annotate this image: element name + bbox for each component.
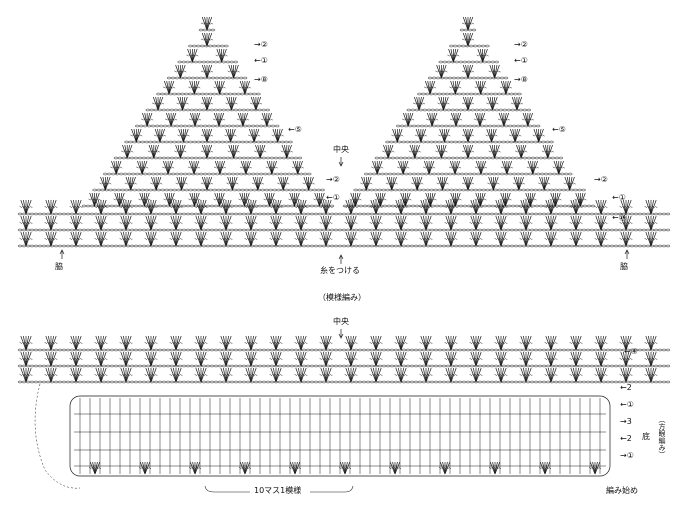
top-right-row-marker-1: →② (514, 40, 528, 49)
top-left-row-marker-2: ←① (254, 56, 268, 65)
bottom-row-marker-4: →3 (620, 417, 632, 426)
top-right-row-marker-4: ←⑤ (552, 125, 566, 134)
top-left-row-marker-1: →② (254, 40, 268, 49)
top-right-side-label: 脇 (620, 262, 628, 271)
top-right-row-marker-2: ←① (514, 56, 528, 65)
bottom-row-marker-2: ←2 (620, 383, 632, 392)
pattern-caption: （模様編み） (318, 293, 366, 302)
bottom-row-marker-3: ←① (620, 400, 634, 409)
top-center-row-marker-5: →② (326, 175, 340, 184)
top-triangle-panels (81, 16, 596, 208)
marker-arrows (59, 157, 630, 339)
top-center-label: 中央 (333, 145, 349, 154)
attach-yarn-label: 糸をつける (320, 266, 360, 275)
start-label: 編み始め (606, 486, 638, 495)
bottom-label: 底 (642, 432, 650, 441)
top-left-row-marker-4: ←⑤ (288, 125, 302, 134)
filet-mesh-base (34, 383, 611, 493)
repeat-label: 10マス1模様 (254, 486, 302, 495)
bottom-row-marker-5: ←2 (620, 434, 632, 443)
top-left-row-marker-3: →⑧ (254, 75, 268, 84)
top-right-row-marker-6: ←① (612, 193, 626, 202)
filet-label: （方眼編み） (658, 416, 666, 458)
bottom-center-label: 中央 (333, 317, 349, 326)
top-center-row-marker-6: ←① (326, 193, 340, 202)
top-right-row-marker-3: →⑧ (514, 75, 528, 84)
bottom-row-marker-1: ←④ (624, 347, 638, 356)
top-right-row-marker-7: ←㉔ (612, 213, 627, 222)
top-left-side-label: 脇 (55, 262, 63, 271)
bottom-row-marker-6: →① (620, 451, 634, 460)
top-right-row-marker-5: →② (594, 175, 608, 184)
bottom-stitch-pattern (17, 335, 671, 384)
